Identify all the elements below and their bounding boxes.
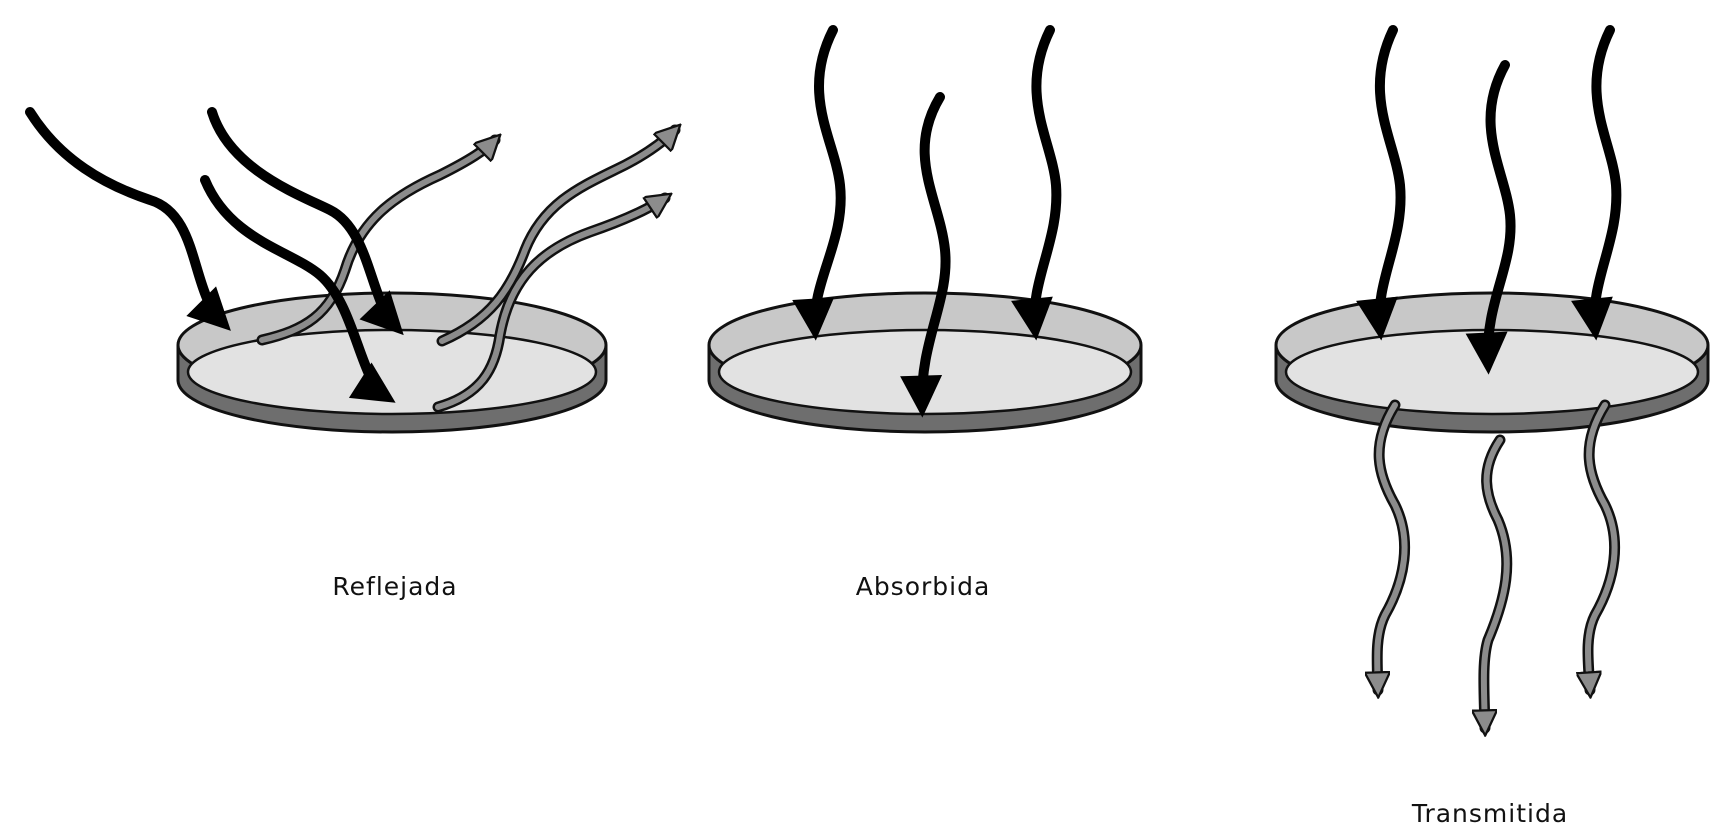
incident-ray: [815, 30, 841, 328]
incident-ray: [1034, 30, 1056, 328]
panel-absorbida: [709, 30, 1141, 432]
caption-absorbida: Absorbida: [856, 572, 991, 601]
caption-transmitida: Transmitida: [1412, 799, 1568, 828]
panel-transmitida: [1276, 30, 1708, 728]
transmitted-ray: [1484, 440, 1507, 728]
incident-ray: [1594, 30, 1616, 328]
caption-reflejada: Reflejada: [332, 572, 457, 601]
incident-ray: [1379, 30, 1400, 328]
transmitted-ray: [1588, 405, 1615, 690]
incident-ray: [30, 112, 222, 322]
transmitted-ray: [1377, 405, 1404, 690]
panel-reflejada: [30, 112, 675, 432]
transmitted-rays: [1377, 405, 1614, 728]
